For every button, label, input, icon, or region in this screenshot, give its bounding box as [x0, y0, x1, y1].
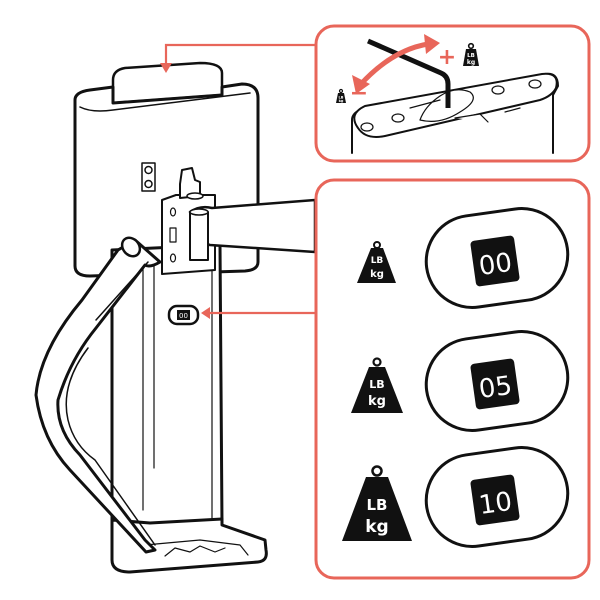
cable-cover-inner [65, 261, 156, 546]
weight-icon-large: LB kg [342, 465, 412, 541]
bracket-slot-3 [169, 227, 177, 243]
arrowhead-indicator [201, 307, 210, 319]
weight-large-bottom: kg [365, 517, 388, 537]
housing-edge [79, 92, 251, 112]
indicator-value-10: 10 [477, 487, 514, 521]
monitor-arm-illustration [34, 61, 317, 574]
indicator-window-10 [424, 446, 570, 548]
arrowhead-top-cap [160, 63, 172, 73]
top-cap [111, 61, 224, 105]
callout-arrows [164, 43, 316, 315]
hex-key-icon [366, 38, 451, 108]
rotation-arrowhead-left [352, 75, 370, 94]
cap-hole-2 [391, 113, 405, 123]
bracket-slot-1 [169, 207, 177, 217]
weight-small-top: LB [371, 256, 384, 266]
pole-indicator-text: 00 [179, 312, 188, 320]
level-row-00: LB kg 00 [357, 207, 570, 309]
cover-knob [120, 236, 142, 258]
housing-button-bottom [144, 179, 153, 189]
indicator-value-00: 00 [477, 248, 514, 282]
cap-hole-4 [528, 79, 542, 89]
pole-indicator-display [177, 310, 190, 320]
weight-large-top: LB [367, 496, 388, 514]
weight-icon-increase-top: LB [467, 53, 475, 59]
level-row-05: LB kg 05 [351, 330, 570, 432]
weight-icon-decrease: LB kg [336, 88, 346, 103]
indicator-display-05 [470, 358, 520, 410]
cap-socket [409, 89, 521, 123]
weight-medium-top: LB [369, 378, 384, 391]
weight-icon-decrease-bottom: kg [339, 99, 344, 103]
indicator-window-00 [424, 207, 570, 309]
indicator-value-05: 05 [477, 371, 514, 405]
weight-icon-increase: LB kg [463, 42, 479, 66]
indicator-display-00 [470, 235, 520, 287]
top-cap-detail [351, 72, 559, 154]
weight-icon-medium: LB kg [351, 357, 403, 413]
increase-sign: + [438, 45, 456, 70]
rotation-arrowhead-right [424, 34, 440, 54]
weight-small-bottom: kg [370, 269, 384, 280]
cap-hole-1 [360, 122, 374, 132]
base-clamp [110, 517, 268, 574]
decrease-sign: − [350, 81, 368, 106]
rotation-arrow [358, 41, 429, 87]
arm-post-top [189, 208, 209, 216]
weight-icon-decrease-top: LB [339, 96, 344, 100]
arrow-to-top-cap [164, 43, 316, 66]
arm-post [189, 211, 209, 261]
cap-hole-3 [491, 85, 505, 95]
bracket-hole [186, 192, 204, 200]
bracket-tab [179, 167, 201, 199]
housing-button-top [144, 165, 153, 175]
weight-icon-increase-bottom: kg [467, 59, 475, 66]
indicator-display-10 [470, 474, 520, 526]
bracket-slot-2 [169, 253, 177, 263]
base-clamp-inner [144, 539, 249, 557]
weight-icon-small: LB kg [357, 241, 396, 283]
weight-medium-bottom: kg [368, 394, 386, 409]
level-row-10: LB kg 10 [342, 446, 570, 548]
indicator-window-05 [424, 330, 570, 432]
